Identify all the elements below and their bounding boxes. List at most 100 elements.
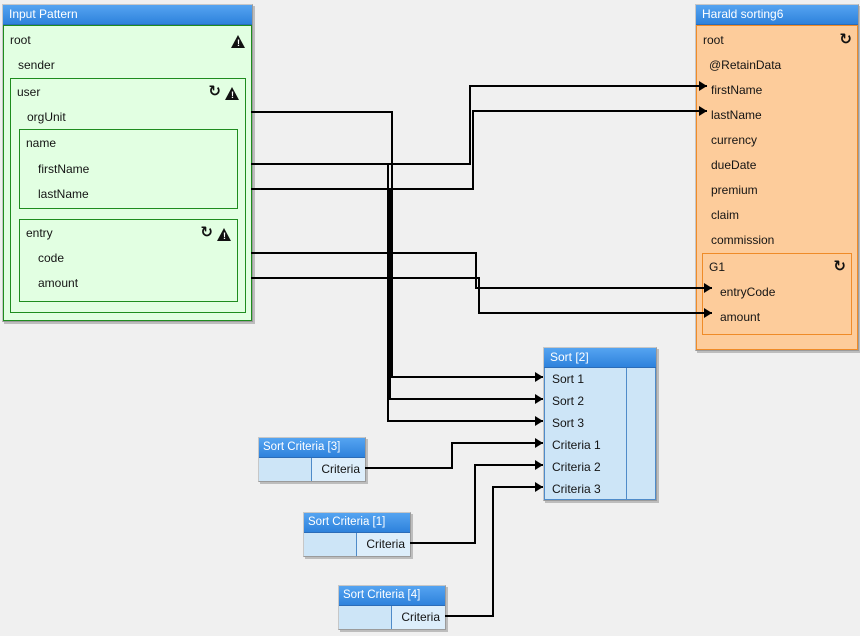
input-pattern-body: root ! sender user ↻ ! orgUnit xyxy=(3,25,252,321)
connection-firstName-to-out-firstName[interactable] xyxy=(469,85,471,165)
connection-arrowhead-icon xyxy=(699,106,707,116)
output-panel-titlebar[interactable]: Harald sorting6 xyxy=(696,5,858,25)
function-title: Sort Criteria [1] xyxy=(308,516,386,528)
output-node-g1[interactable]: G1 ↻ xyxy=(703,255,851,280)
node-label: root xyxy=(10,33,31,47)
input-group-entry: entry ↻ ! code amount xyxy=(19,219,238,302)
function-title: Sort [2] xyxy=(550,350,589,364)
connection-firstName-to-sort-3[interactable] xyxy=(387,163,389,422)
sort-criteria-box-3: Sort Criteria [3] Criteria xyxy=(258,437,366,482)
node-label: firstName xyxy=(38,162,90,176)
sort-criteria-1-titlebar[interactable]: Sort Criteria [1] xyxy=(304,513,410,533)
connection-sort-criteria-4-to-criteria-3[interactable] xyxy=(493,486,543,488)
sort-criteria-box-1: Sort Criteria [1] Criteria xyxy=(303,512,411,557)
sort-input-sort1[interactable]: Sort 1 xyxy=(552,372,585,386)
repeat-icon: ↻ xyxy=(839,31,852,48)
sort-input-criteria3[interactable]: Criteria 3 xyxy=(552,482,601,496)
output-node-currency[interactable]: currency xyxy=(697,128,857,153)
node-label: commission xyxy=(711,233,775,247)
output-node-premium[interactable]: premium xyxy=(697,178,857,203)
input-node-entry[interactable]: entry ↻ ! xyxy=(20,221,237,246)
connection-sort-criteria-4-to-criteria-3[interactable] xyxy=(492,486,494,617)
input-pattern-titlebar[interactable]: Input Pattern xyxy=(3,5,252,25)
sort-criteria-4-input-cell xyxy=(339,606,392,629)
input-node-firstname[interactable]: firstName xyxy=(20,157,237,182)
input-node-sender[interactable]: sender xyxy=(4,53,251,78)
connection-orgUnit-to-sort-1[interactable] xyxy=(392,376,543,378)
output-node-root[interactable]: root ↻ xyxy=(697,28,857,53)
input-node-lastname[interactable]: lastName xyxy=(20,182,237,207)
input-node-name[interactable]: name xyxy=(20,131,237,156)
output-node-retaindata[interactable]: @RetainData xyxy=(697,53,857,78)
sort-criteria-3-output[interactable]: Criteria xyxy=(312,458,365,481)
connection-lastName-to-out-lastName[interactable] xyxy=(473,110,707,112)
sort-criteria-4-titlebar[interactable]: Sort Criteria [4] xyxy=(339,586,445,606)
output-node-amount[interactable]: amount xyxy=(703,305,851,330)
connection-firstName-to-sort-3[interactable] xyxy=(388,420,543,422)
node-label: code xyxy=(38,251,65,265)
sort-input-criteria1[interactable]: Criteria 1 xyxy=(552,438,601,452)
connection-amount-to-out-amount[interactable] xyxy=(478,277,480,314)
sort-function-box: Sort [2] Sort 1 Sort 2 Sort 3 Criteria 1… xyxy=(543,347,657,501)
connection-sort-criteria-3-to-criteria-1[interactable] xyxy=(451,442,453,469)
connection-sort-criteria-1-to-criteria-2[interactable] xyxy=(475,464,543,466)
input-group-name: name firstName lastName xyxy=(19,129,238,209)
sort-input-sort2[interactable]: Sort 2 xyxy=(552,394,585,408)
sort-criteria-3-titlebar[interactable]: Sort Criteria [3] xyxy=(259,438,365,458)
input-node-code[interactable]: code xyxy=(20,246,237,271)
node-label: user xyxy=(17,85,41,99)
connection-lastName-to-out-lastName[interactable] xyxy=(472,110,474,190)
connection-amount-to-out-amount[interactable] xyxy=(251,277,479,279)
input-node-amount[interactable]: amount xyxy=(20,271,237,296)
sort-input-sort3[interactable]: Sort 3 xyxy=(552,416,585,430)
connection-firstName-to-out-firstName[interactable] xyxy=(251,163,470,165)
output-node-firstname[interactable]: firstName xyxy=(697,78,857,103)
connection-code-to-out-entryCode[interactable] xyxy=(475,252,477,289)
connection-sort-criteria-1-to-criteria-2[interactable] xyxy=(410,542,475,544)
output-node-entrycode[interactable]: entryCode xyxy=(703,280,851,305)
output-panel: Harald sorting6 root ↻ @RetainData first… xyxy=(695,4,859,351)
function-title: Sort Criteria [3] xyxy=(263,441,341,453)
connection-firstName-to-out-firstName[interactable] xyxy=(470,85,707,87)
connection-orgUnit-to-sort-1[interactable] xyxy=(251,111,392,113)
sort-criteria-1-output[interactable]: Criteria xyxy=(357,533,410,556)
sort-criteria-4-output[interactable]: Criteria xyxy=(392,606,445,629)
sort-box-divider xyxy=(626,368,627,499)
connection-sort-criteria-3-to-criteria-1[interactable] xyxy=(452,442,543,444)
sort-box-body xyxy=(544,368,656,500)
input-node-root[interactable]: root ! xyxy=(4,28,251,53)
connection-sort-criteria-4-to-criteria-3[interactable] xyxy=(445,615,493,617)
node-label: G1 xyxy=(709,260,726,274)
node-label: dueDate xyxy=(711,158,757,172)
node-label: @RetainData xyxy=(709,58,782,72)
connection-code-to-out-entryCode[interactable] xyxy=(251,252,476,254)
connection-lastName-to-out-lastName[interactable] xyxy=(251,188,473,190)
sort-box-titlebar[interactable]: Sort [2] xyxy=(544,348,656,368)
connection-amount-to-out-amount[interactable] xyxy=(479,312,712,314)
connection-lastName-to-sort-2[interactable] xyxy=(389,188,391,400)
output-node-commission[interactable]: commission xyxy=(697,228,857,253)
node-label: lastName xyxy=(711,108,762,122)
connection-sort-criteria-1-to-criteria-2[interactable] xyxy=(474,464,476,544)
input-group-user: user ↻ ! orgUnit name firstName xyxy=(10,78,246,313)
connection-arrowhead-icon xyxy=(535,460,543,470)
panel-title: Harald sorting6 xyxy=(702,7,784,21)
input-node-user[interactable]: user ↻ ! xyxy=(11,80,245,105)
connection-lastName-to-sort-2[interactable] xyxy=(390,398,543,400)
repeat-icon: ↻ xyxy=(208,83,221,100)
node-label: name xyxy=(26,136,57,150)
connection-code-to-out-entryCode[interactable] xyxy=(476,287,712,289)
connection-sort-criteria-3-to-criteria-1[interactable] xyxy=(365,467,452,469)
output-node-duedate[interactable]: dueDate xyxy=(697,153,857,178)
output-node-lastname[interactable]: lastName xyxy=(697,103,857,128)
sort-criteria-1-input-cell xyxy=(304,533,357,556)
panel-title: Input Pattern xyxy=(9,7,78,21)
sort-input-criteria2[interactable]: Criteria 2 xyxy=(552,460,601,474)
output-node-claim[interactable]: claim xyxy=(697,203,857,228)
input-node-orgunit[interactable]: orgUnit xyxy=(11,105,245,130)
node-label: claim xyxy=(711,208,740,222)
function-title: Sort Criteria [4] xyxy=(343,589,421,601)
connection-orgUnit-to-sort-1[interactable] xyxy=(391,111,393,378)
node-label: amount xyxy=(720,310,761,324)
repeat-icon: ↻ xyxy=(200,224,213,241)
